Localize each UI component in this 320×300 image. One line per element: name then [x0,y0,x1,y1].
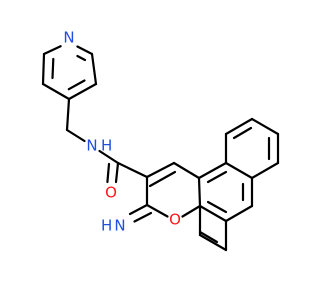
bond-ring-c4-c4a [172,161,201,180]
bond-naph-b2 [224,117,254,136]
bond-py-double-2 [51,57,55,80]
bond-ring-c10b-o [181,204,202,218]
carbonyl-oxygen-label: O [105,184,117,202]
bond-carbonyl-o-1 [114,161,120,184]
bond-naph-a4 [224,204,254,223]
bond-carbonyl-o-2 [106,162,111,184]
bond-c4-ch2 [65,97,71,132]
molecule-diagram: N N H O H N O [41,28,280,252]
bond-imine-1 [128,203,149,216]
bond-py-c2-c3 [90,52,98,86]
bond-naph-a-double-3 [206,200,228,214]
bond-carbonyl-ring [116,161,149,179]
pyridine-nitrogen-label: N [63,29,74,47]
bond-py-double-1 [67,79,86,91]
imine-nitrogen-label: N [114,217,125,235]
bond-imine-2 [133,211,153,223]
bond-amide-n-carbonyl [98,149,120,165]
bond-py-c3-c4 [67,82,98,101]
bond-naph-a1 [197,161,228,180]
bond-naph-a2 [224,161,254,180]
bond-py-c5-c6 [41,52,46,86]
bond-ring-c3-c4-double [148,170,177,188]
bond-naph-a-double-1 [206,170,228,184]
bond-naph-b-double-1 [232,126,253,140]
bond-py-n-c2 [76,45,94,56]
atom-label-layer: N N H O H N O [63,29,181,235]
ring-oxygen-label: O [169,211,181,229]
bond-naph-c2 [198,233,228,252]
bond-naph-a5 [198,204,228,223]
bond-py-c6-n [42,45,62,56]
bond-naph-c-double [198,230,219,244]
amide-hydrogen-label: H [101,137,112,155]
molecule-svg: N N H O H N O [41,29,280,252]
bond-ch2-amide-n [65,128,86,143]
bond-ring-o-c2 [145,203,169,218]
bond-py-double-3 [76,54,87,62]
bond-naph-b5 [250,161,280,180]
amide-nitrogen-label: N [86,137,97,155]
bond-layer [41,45,280,252]
bond-ring-c3-c4 [145,161,176,179]
bond-py-c4-c5 [41,82,71,101]
bond-ring-c4a-c10b [197,176,202,208]
bond-naph-b3 [250,117,280,136]
imine-hydrogen-label: H [101,217,112,235]
